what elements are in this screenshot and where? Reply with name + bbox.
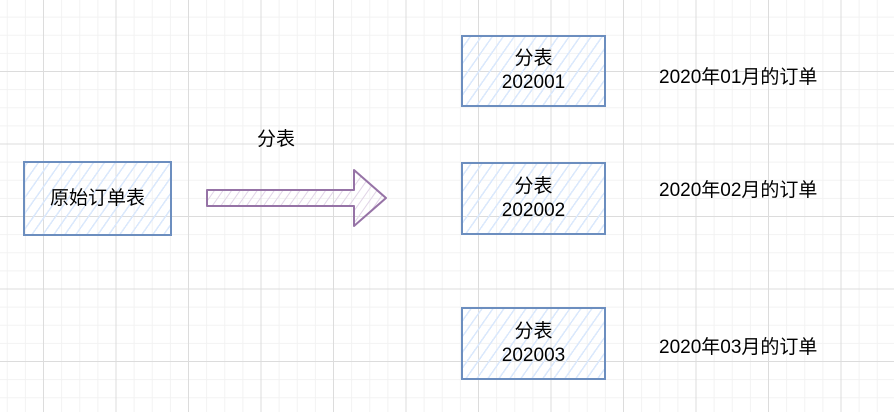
shard-description-202001: 2020年01月的订单 [659,67,818,88]
shard-title: 分表 [514,175,553,197]
shard-title: 分表 [514,48,553,69]
source-table-node[interactable]: 原始订单表 [23,161,172,236]
shard-node-202002[interactable]: 分表 202002 [461,162,606,235]
shard-title: 分表 [514,320,553,342]
shard-suffix: 202001 [501,72,566,93]
arrow-right-icon[interactable] [204,168,390,228]
shard-node-202001[interactable]: 分表 202001 [461,35,606,107]
arrow-label: 分表 [257,129,296,150]
shard-suffix: 202002 [501,199,566,221]
shard-node-202003[interactable]: 分表 202003 [461,307,606,380]
shard-description-202002: 2020年02月的订单 [659,180,818,201]
shard-suffix: 202003 [501,344,566,366]
shard-description-202003: 2020年03月的订单 [659,337,818,358]
source-table-label: 原始订单表 [49,187,145,209]
